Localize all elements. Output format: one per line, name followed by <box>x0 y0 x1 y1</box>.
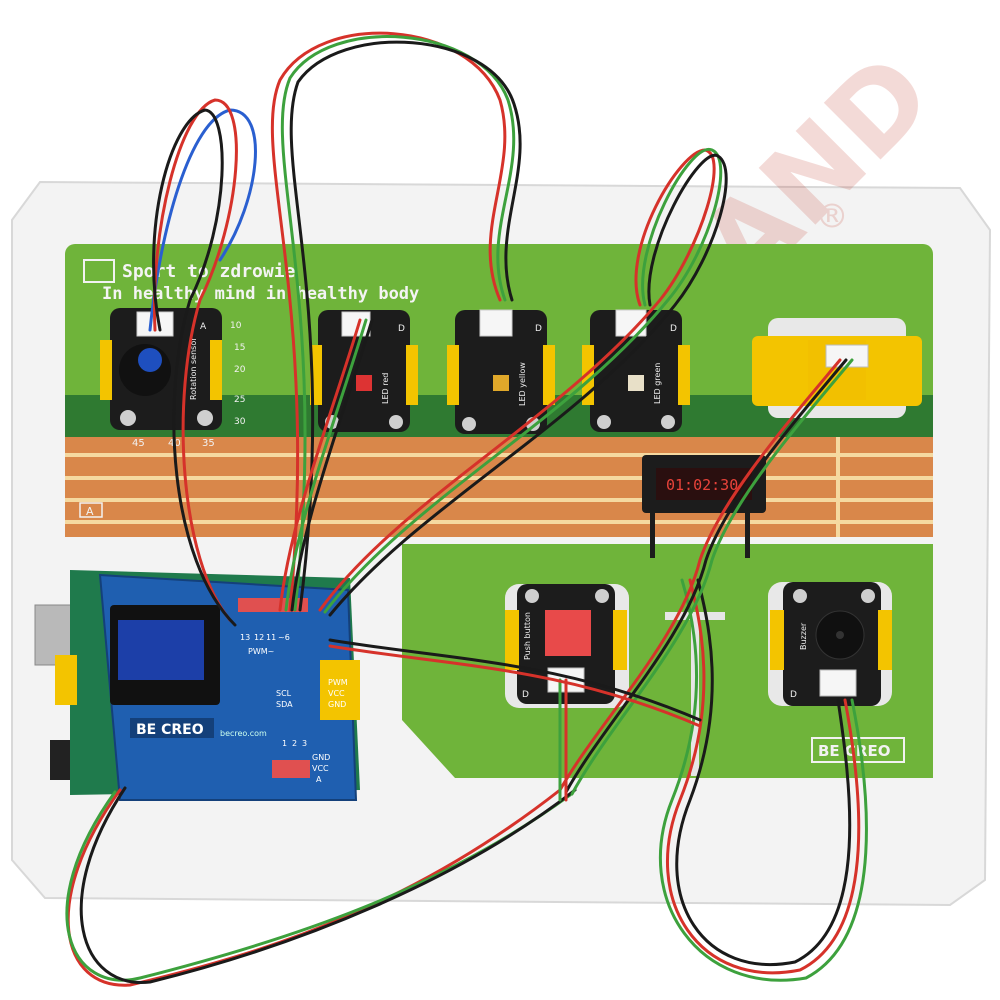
power-pwm: PWM <box>328 678 348 687</box>
led-green-module[interactable]: LED green D <box>582 309 690 432</box>
timer-display: 01:02:30 <box>666 476 738 494</box>
led-green-label: LED green <box>653 363 662 404</box>
watermark-registered: ® <box>820 194 845 240</box>
wire-green-4 <box>323 148 723 614</box>
wire-red <box>66 788 562 987</box>
rotation-port-label: A <box>200 322 207 332</box>
gnd-label: GND <box>312 753 330 762</box>
wire-green <box>65 790 572 982</box>
led-green-port: D <box>670 324 677 334</box>
analog-1: 1 <box>282 739 287 748</box>
title-english: In healthy mind in healthy body <box>102 284 419 304</box>
wire-black <box>79 786 577 984</box>
board-title: Sport to zdrowie In healthy mind in heal… <box>79 259 419 518</box>
wire-green-6 <box>570 358 854 796</box>
corner-label-a: A <box>86 505 94 518</box>
wire-black-2 <box>289 40 522 612</box>
i2c-sda: SDA <box>276 700 293 709</box>
led-yellow-module[interactable]: LED yellow D <box>447 309 555 434</box>
rotation-scale-right-3: 20 <box>234 365 246 375</box>
led-red-label: LED red <box>381 373 390 404</box>
i2c-scl: SCL <box>276 689 292 698</box>
pin-11: 11 <box>266 633 276 642</box>
controller-board[interactable]: BE CREO becreo.com 13 12 11 ~6 PWM~ PWM … <box>34 570 360 801</box>
wire-green-8 <box>284 318 368 612</box>
buzzer-port: D <box>790 690 797 700</box>
wire-black-3 <box>152 108 237 627</box>
controller-url: becreo.com <box>220 729 267 738</box>
pin-6: ~6 <box>278 633 290 642</box>
wires <box>65 31 868 987</box>
analog-2: 2 <box>292 739 297 748</box>
rotation-scale-right-2: 15 <box>234 343 245 353</box>
wire-green-2 <box>280 35 516 612</box>
wire-black-6 <box>564 358 848 794</box>
analog-3: 3 <box>302 739 307 748</box>
led-yellow-label: LED yellow <box>518 362 527 406</box>
power-vcc: VCC <box>328 689 345 698</box>
rotation-scale-right-5: 30 <box>234 417 246 427</box>
push-button-port: D <box>522 690 529 700</box>
rotation-scale-left-1: 45 <box>132 438 145 449</box>
rotation-scale-right-1: 10 <box>230 321 242 331</box>
wire-green-5 <box>658 578 868 982</box>
wire-black-8 <box>290 318 374 612</box>
wire-red-8 <box>278 318 362 612</box>
led-yellow-port: D <box>535 324 542 334</box>
wire-black-9 <box>328 638 702 722</box>
push-button-label: Push button <box>523 612 532 660</box>
pwm-label: PWM~ <box>248 647 274 656</box>
controller-brand: BE CREO <box>136 722 204 738</box>
buzzer-label: Buzzer <box>799 622 808 650</box>
wire-red-3 <box>152 98 238 622</box>
pin-12: 12 <box>254 633 264 642</box>
rotation-sensor-module[interactable]: Rotation sensor A 45 40 35 10 15 20 25 3… <box>100 308 246 449</box>
led-red-port: D <box>398 324 405 334</box>
wire-red-9 <box>328 644 702 728</box>
buzzer-module[interactable]: Buzzer D <box>768 582 892 706</box>
timer-scoreboard: 01:02:30 <box>642 455 766 558</box>
pin-13: 13 <box>240 633 250 642</box>
display-module <box>752 318 922 418</box>
wire-black-4 <box>328 153 728 617</box>
wire-red-4 <box>318 148 716 612</box>
rotation-scale-left-3: 35 <box>202 438 215 449</box>
wire-red-6 <box>558 358 842 792</box>
wire-red-2 <box>270 31 507 612</box>
rotation-sensor-label: Rotation sensor <box>189 337 198 400</box>
title-polish: Sport to zdrowie <box>122 261 296 282</box>
wire-black-5 <box>675 578 852 966</box>
wire-red-5 <box>665 578 861 975</box>
vcc-label: VCC <box>312 764 329 773</box>
port-a-label: A <box>316 775 322 784</box>
rotation-scale-right-4: 25 <box>234 395 245 405</box>
power-gnd: GND <box>328 700 346 709</box>
